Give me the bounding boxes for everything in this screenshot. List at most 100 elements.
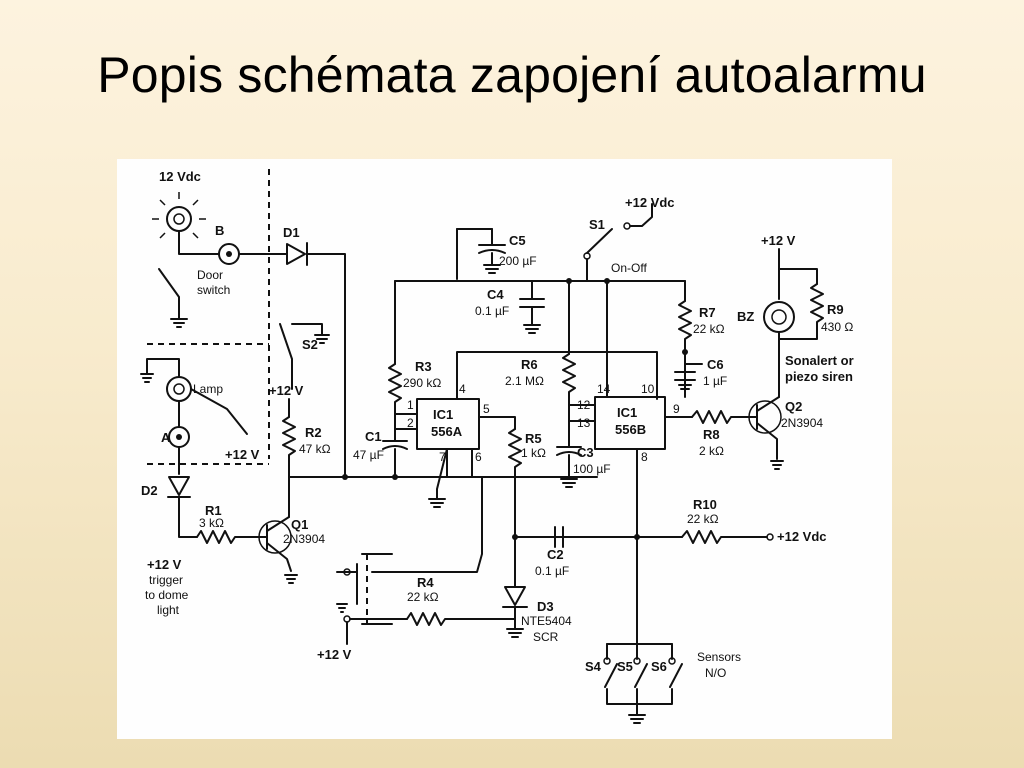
pin-8: 8	[641, 450, 648, 464]
diode-d1	[286, 242, 308, 266]
label-q1: Q1	[291, 517, 308, 532]
label-switch: switch	[197, 283, 230, 297]
label-r6-value: 2.1 MΩ	[505, 374, 544, 388]
label-r9: R9	[827, 302, 844, 317]
resistor-r3	[388, 363, 402, 415]
label-r6: R6	[521, 357, 538, 372]
capacitor-c6	[674, 363, 703, 390]
capacitor-c3	[556, 426, 582, 488]
label-siren-2: piezo siren	[785, 369, 853, 384]
ic1-556b	[594, 396, 666, 450]
switch-s2	[279, 323, 330, 390]
label-door: Door	[197, 268, 223, 282]
label-r1: R1	[205, 503, 222, 518]
label-r4: R4	[417, 575, 434, 590]
resistor-r7	[678, 300, 692, 365]
label-r10: R10	[693, 497, 717, 512]
pin-13: 13	[577, 416, 591, 430]
label-r4-value: 22 kΩ	[407, 590, 439, 604]
label-r8: R8	[703, 427, 720, 442]
label-trigger-3: to dome	[145, 588, 189, 602]
resistor-r8	[691, 410, 748, 424]
label-c2-value: 0.1 µF	[535, 564, 569, 578]
capacitor-c4	[519, 280, 545, 334]
label-r5: R5	[525, 431, 542, 446]
pushbutton	[336, 553, 393, 625]
label-d3-type: SCR	[533, 630, 559, 644]
label-c2: C2	[547, 547, 564, 562]
scr-d3	[502, 586, 528, 638]
label-trigger-4: light	[157, 603, 180, 617]
label-12vdc-s1: +12 Vdc	[625, 195, 675, 210]
label-b: B	[215, 223, 224, 238]
label-c4-value: 0.1 µF	[475, 304, 509, 318]
buzzer-bz	[763, 301, 795, 333]
terminal-a	[168, 426, 190, 448]
resistor-r2	[282, 416, 296, 478]
label-r10-value: 22 kΩ	[687, 512, 719, 526]
capacitor-c1	[382, 428, 408, 478]
pin-6: 6	[475, 450, 482, 464]
label-r5-value: 1 kΩ	[521, 446, 546, 460]
label-sensors: Sensors	[697, 650, 741, 664]
resistor-r4	[406, 612, 508, 626]
label-s6: S6	[651, 659, 667, 674]
resistor-r5	[508, 428, 522, 538]
label-12v-top-right: +12 V	[761, 233, 796, 248]
label-bz: BZ	[737, 309, 754, 324]
pin-5: 5	[483, 402, 490, 416]
resistor-r6	[562, 353, 576, 428]
resistor-r9	[778, 283, 824, 340]
label-s1: S1	[589, 217, 605, 232]
pin-9: 9	[673, 402, 680, 416]
terminal-b	[218, 243, 240, 265]
label-lamp: Lamp	[193, 382, 223, 396]
label-q2-value: 2N3904	[781, 416, 823, 430]
label-a: A	[161, 430, 171, 445]
capacitor-c2	[554, 526, 564, 548]
resistor-r1	[196, 530, 260, 544]
label-q1-value: 2N3904	[283, 532, 325, 546]
lamp-bottom	[140, 358, 192, 402]
label-r8-value: 2 kΩ	[699, 444, 724, 458]
label-r2-value: 47 kΩ	[299, 442, 331, 456]
switch-s1	[583, 203, 653, 282]
label-12v-bottom: +12 V	[317, 647, 352, 662]
transistor-q1	[258, 516, 298, 584]
pin-12: 12	[577, 398, 591, 412]
label-sensors-no: N/O	[705, 666, 726, 680]
label-c6-value: 1 µF	[703, 374, 727, 388]
label-r1-value: 3 kΩ	[199, 516, 224, 530]
label-trigger-1: +12 V	[147, 557, 182, 572]
schematic-panel: 12 Vdc B D1 Door switch S2 Lamp A +12 V …	[117, 159, 892, 739]
label-r7-value: 22 kΩ	[693, 322, 725, 336]
label-12v-r2: +12 V	[269, 383, 304, 398]
label-ic1a: IC1	[433, 407, 453, 422]
resistor-r10	[681, 530, 768, 544]
label-s5: S5	[617, 659, 633, 674]
label-r3-value: 290 kΩ	[403, 376, 441, 390]
label-c1-value: 47 µF	[353, 448, 384, 462]
label-d2: D2	[141, 483, 158, 498]
slide-title: Popis schémata zapojení autoalarmu	[97, 47, 927, 103]
sensor-switches	[603, 643, 683, 724]
pin-10: 10	[641, 382, 655, 396]
label-r7: R7	[699, 305, 716, 320]
label-on-off: On-Off	[611, 261, 647, 275]
label-r3: R3	[415, 359, 432, 374]
pin-1: 1	[407, 398, 414, 412]
label-trigger-2: trigger	[149, 573, 183, 587]
label-ic1b-type: 556B	[615, 422, 646, 437]
label-d3: D3	[537, 599, 554, 614]
label-12vdc-top: 12 Vdc	[159, 169, 201, 184]
transistor-q2	[746, 396, 784, 470]
label-d3-value: NTE5404	[521, 614, 572, 628]
label-r9-value: 430 Ω	[821, 320, 853, 334]
label-siren-1: Sonalert or	[785, 353, 854, 368]
label-c5-value: 200 µF	[499, 254, 537, 268]
label-12vdc-r10: +12 Vdc	[777, 529, 827, 544]
label-ic1a-type: 556A	[431, 424, 463, 439]
label-ic1b: IC1	[617, 405, 637, 420]
label-s2: S2	[302, 337, 318, 352]
label-r2: R2	[305, 425, 322, 440]
